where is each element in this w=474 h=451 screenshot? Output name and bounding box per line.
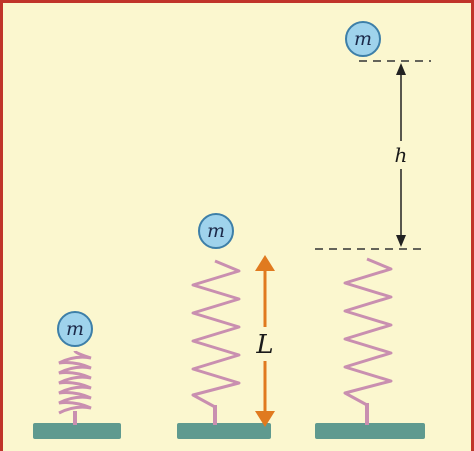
spring-coil-1 [58, 350, 92, 415]
mass-ball-1 [57, 311, 93, 347]
mass-label-2: m [207, 220, 225, 242]
spring-stem-bottom-1 [73, 411, 77, 425]
spring-coil-2 [191, 259, 241, 409]
spring-stem-bottom-3 [365, 403, 369, 425]
panel-released: m L [177, 213, 278, 439]
base-plate-2 [177, 423, 271, 439]
mass-label-1: m [66, 318, 84, 340]
mass-label-3: m [354, 28, 372, 50]
spring-launch-diagram: m m L m [33, 21, 431, 439]
panel-compressed: m [33, 311, 121, 439]
length-label: L [255, 330, 273, 360]
spring-coil-3 [343, 257, 393, 407]
height-label-bg [392, 141, 410, 169]
length-label-bg [252, 327, 278, 361]
base-plate-3 [315, 423, 425, 439]
height-label: h [395, 143, 408, 167]
base-plate-1 [33, 423, 121, 439]
mass-ball-2 [198, 213, 234, 249]
spring-stem-bottom-2 [213, 405, 217, 425]
panel-max-height: m h [315, 21, 431, 439]
mass-ball-3 [345, 21, 381, 57]
